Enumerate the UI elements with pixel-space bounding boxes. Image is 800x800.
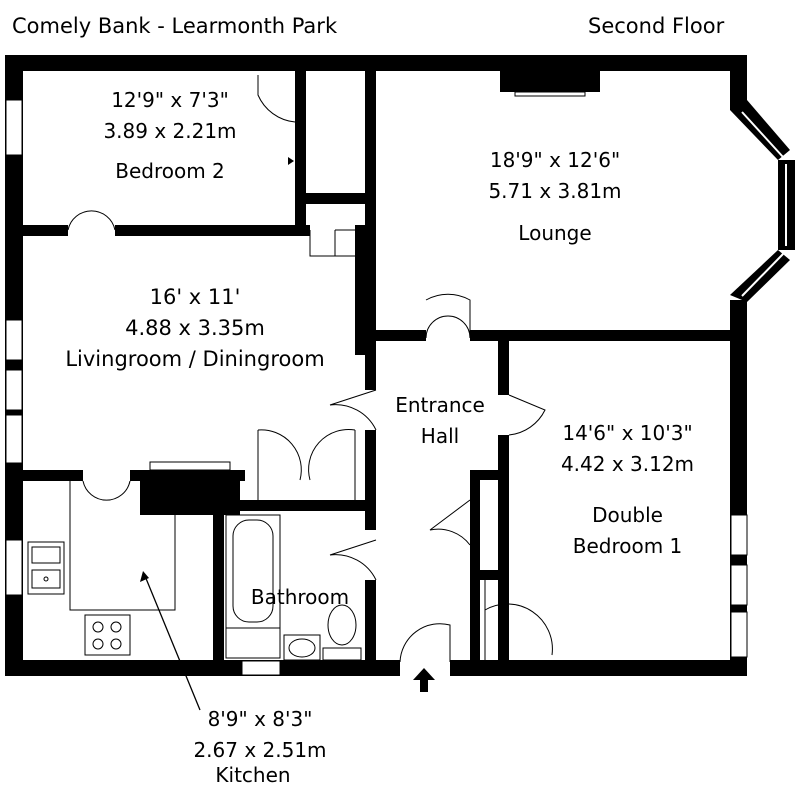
hob-icon bbox=[84, 614, 131, 656]
hall-line1: Entrance bbox=[395, 393, 485, 417]
lounge-dim-metric: 5.71 x 3.81m bbox=[488, 179, 622, 203]
living-dim-imperial: 16' x 11' bbox=[149, 285, 241, 309]
living-name: Livingroom / Diningroom bbox=[65, 347, 325, 371]
living-fireplace bbox=[149, 461, 231, 471]
page-title: Comely Bank - Learmonth Park bbox=[12, 14, 338, 38]
lounge-label: 18'9" x 12'6" 5.71 x 3.81m Lounge bbox=[465, 145, 645, 249]
bedroom2-dim-imperial: 12'9" x 7'3" bbox=[111, 88, 229, 112]
lounge-name: Lounge bbox=[518, 221, 592, 245]
bedroom1-line2: Bedroom 1 bbox=[572, 534, 683, 558]
kitchen-label: 8'9" x 8'3" 2.67 x 2.51m Kitchen bbox=[170, 703, 350, 786]
bedroom1-line1: Double bbox=[592, 503, 663, 527]
living-label: 16' x 11' 4.88 x 3.35m Livingroom / Dini… bbox=[35, 282, 355, 375]
kitchen-name: Kitchen bbox=[215, 763, 291, 787]
toilet-icon bbox=[322, 604, 362, 661]
hall-line2: Hall bbox=[420, 424, 460, 448]
kitchen-dim-imperial: 8'9" x 8'3" bbox=[207, 707, 313, 731]
sink-icon bbox=[27, 541, 65, 595]
basin-icon bbox=[283, 634, 321, 661]
bathtub-icon bbox=[225, 514, 281, 659]
arrow-marker bbox=[288, 157, 294, 165]
bathroom-name: Bathroom bbox=[250, 585, 350, 609]
windows bbox=[5, 99, 748, 676]
living-dim-metric: 4.88 x 3.35m bbox=[125, 316, 265, 340]
hall-label: Entrance Hall bbox=[380, 390, 500, 452]
door-swings bbox=[67, 75, 553, 663]
bedroom2-dim-metric: 3.89 x 2.21m bbox=[103, 119, 237, 143]
bay-window bbox=[730, 100, 795, 302]
floor-label: Second Floor bbox=[588, 14, 725, 38]
bedroom1-label: 14'6" x 10'3" 4.42 x 3.12m Double Bedroo… bbox=[535, 418, 720, 562]
kitchen-dim-metric: 2.67 x 2.51m bbox=[193, 738, 327, 762]
bedroom2-label: 12'9" x 7'3" 3.89 x 2.21m Bedroom 2 bbox=[80, 85, 260, 187]
bedroom2-name: Bedroom 2 bbox=[115, 159, 225, 183]
bedroom1-dim-metric: 4.42 x 3.12m bbox=[560, 452, 695, 476]
up-arrow-icon bbox=[413, 668, 435, 692]
exterior-walls bbox=[5, 55, 747, 676]
lounge-fireplace bbox=[500, 70, 600, 97]
bedroom1-dim-imperial: 14'6" x 10'3" bbox=[562, 421, 693, 445]
kitchen-pointer bbox=[140, 571, 201, 711]
interior-walls bbox=[23, 55, 732, 665]
lounge-dim-imperial: 18'9" x 12'6" bbox=[489, 148, 621, 172]
bathroom-label: Bathroom bbox=[240, 582, 360, 613]
